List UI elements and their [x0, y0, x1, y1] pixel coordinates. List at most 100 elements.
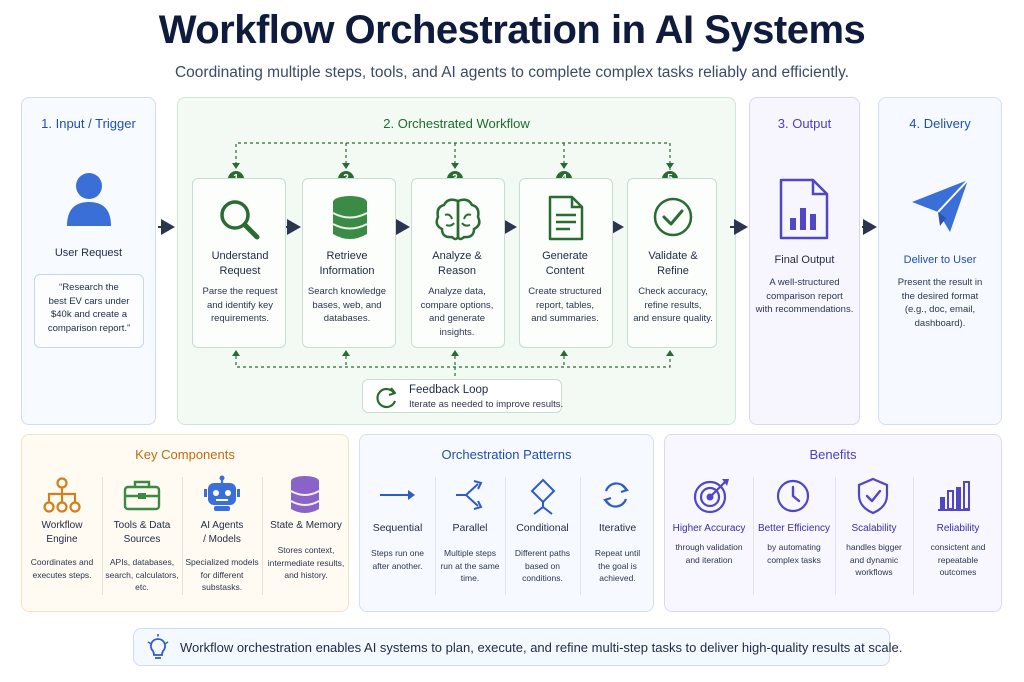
component-desc: Coordinates and executes steps.: [22, 556, 102, 581]
benefit-title: Better Efficiency: [757, 523, 831, 534]
step-desc: Parse the request and identify key requi…: [193, 285, 287, 326]
step-title: Understand Request: [193, 249, 287, 279]
divider: [262, 477, 263, 595]
feedback-loop-box: Feedback Loop Iterate as needed to impro…: [362, 379, 563, 413]
desc-line: complex tasks: [767, 554, 821, 565]
benefit-desc: handles bigger and dynamic workflows: [835, 541, 913, 579]
workflow-step: Generate Content Create structured repor…: [519, 178, 613, 348]
desc-line: outcomes: [939, 567, 977, 577]
desc-line: A well-structured: [769, 277, 840, 288]
target-icon: [693, 479, 729, 514]
step-title: Validate & Refine: [628, 249, 718, 279]
desc-line: with recommendations.: [755, 304, 854, 315]
input-panel-title: 1. Input / Trigger: [41, 116, 136, 131]
robot-icon: [204, 475, 240, 511]
user-request-quote: “Research the best EV cars under $40k an…: [34, 274, 144, 348]
clock-icon: [776, 479, 810, 513]
divider: [580, 477, 581, 595]
workflow-step: Understand Request Parse the request and…: [192, 178, 286, 348]
workflow-step: Analyze & Reason Analyze data, compare o…: [411, 178, 505, 348]
hierarchy-icon: [43, 477, 81, 513]
step-title-line: Retrieve: [326, 250, 368, 262]
step-title: Analyze & Reason: [412, 249, 502, 279]
shield-check-icon: [857, 477, 889, 515]
pattern-title: Conditional: [516, 522, 569, 534]
desc-line: etc.: [135, 582, 149, 592]
desc-line: Present the result in: [897, 277, 983, 288]
diamond-icon: [530, 478, 556, 515]
final-output-label: Final Output: [774, 254, 835, 266]
desc-line: (e.g., doc, email,: [904, 304, 976, 315]
divider: [182, 477, 183, 595]
divider: [505, 477, 506, 595]
desc-line: based on: [525, 560, 560, 571]
top-loop-arrowheads: [232, 163, 674, 169]
step-title-line: Refine: [657, 265, 689, 277]
component-desc: Specialized models for different substas…: [182, 556, 262, 594]
quote-line: best EV cars under: [48, 295, 130, 307]
divider: [753, 477, 754, 595]
desc-line: and dynamic: [849, 554, 899, 565]
desc-line: intermediate results,: [267, 557, 345, 568]
step-desc-line: Parse the request: [202, 286, 278, 297]
key-components-panel: Key Components Workflow Engine Coordinat…: [21, 434, 349, 612]
title-line: Workflow: [41, 520, 83, 531]
brain-icon: [435, 198, 481, 241]
pattern-title: Sequential: [372, 522, 423, 534]
bar-chart-icon: [938, 481, 970, 511]
desc-line: by automating: [767, 542, 821, 552]
step-title: Generate Content: [520, 249, 610, 279]
desc-line: the desired format: [901, 290, 979, 302]
desc-line: Steps run one: [371, 548, 424, 558]
desc-line: after another.: [372, 560, 423, 571]
step-desc-line: and generate: [429, 313, 485, 324]
desc-line: handles bigger: [846, 542, 902, 552]
component-desc: Stores context, intermediate results, an…: [262, 544, 350, 582]
step-title-line: Validate &: [648, 250, 698, 262]
database-icon: [290, 476, 320, 513]
pattern-desc: Steps run one after another.: [360, 547, 435, 572]
desc-line: workflows: [855, 567, 893, 577]
desc-line: Multiple steps: [444, 548, 496, 558]
pattern-desc: Multiple steps run at the same time.: [435, 547, 505, 585]
quote-line: “Research the: [59, 282, 119, 293]
cycle-icon: [602, 482, 630, 508]
step-desc: Search knowledge bases, web, and databas…: [303, 285, 391, 326]
desc-line: conditions.: [522, 573, 563, 583]
step-desc-line: refine results,: [644, 299, 702, 311]
divider: [102, 477, 103, 595]
quote-line: comparison report.”: [47, 322, 131, 334]
desc-line: dashboard).: [914, 317, 966, 329]
desc-line: Stores context,: [277, 545, 335, 555]
footer-banner: Workflow orchestration enables AI system…: [133, 628, 902, 666]
desc-line: and history.: [284, 570, 328, 580]
title-line: Engine: [46, 534, 78, 545]
desc-line: time.: [460, 573, 480, 583]
benefit-title: Scalability: [851, 523, 897, 534]
step-desc-line: requirements.: [210, 313, 270, 324]
desc-line: Different paths: [514, 548, 571, 558]
delivery-panel: 4. Delivery: [878, 97, 1002, 425]
document-icon: [548, 195, 584, 241]
database-icon: [332, 196, 368, 239]
divider: [913, 477, 914, 595]
desc-line: for different: [200, 569, 244, 580]
workflow-step: Retrieve Information Search knowledge ba…: [302, 178, 396, 348]
divider: [435, 477, 436, 595]
component-title: Workflow Engine: [22, 519, 102, 547]
step-title-line: Analyze &: [432, 250, 482, 262]
step-title-line: Understand: [211, 250, 269, 262]
lightbulb-icon: [147, 634, 169, 659]
step-desc-line: and summaries.: [531, 313, 599, 324]
report-chart-icon: [779, 178, 829, 240]
step-desc: Create structured report, tables, and su…: [520, 285, 610, 326]
user-icon: [67, 173, 111, 226]
step-desc-line: and ensure quality.: [633, 313, 713, 324]
desc-line: Repeat until: [594, 548, 641, 558]
step-desc-line: compare options,: [420, 299, 494, 311]
quote-line: $40k and create a: [50, 309, 128, 320]
deliver-label: Deliver to User: [903, 254, 977, 266]
step-desc-line: Check accuracy,: [638, 286, 708, 297]
step-title-line: Information: [319, 265, 375, 277]
